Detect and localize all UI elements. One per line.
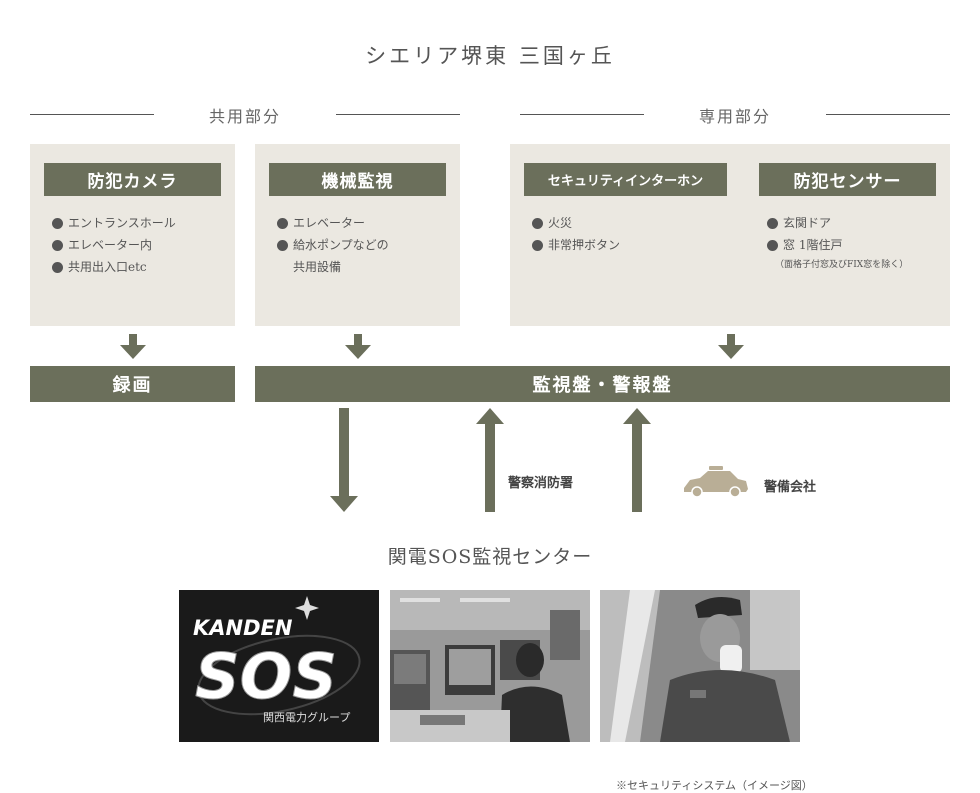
page-title: シエリア堺東 三国ヶ丘 — [365, 44, 615, 68]
arrow-up-police-icon — [476, 408, 504, 512]
list-item-continuation: 共用設備 — [293, 260, 342, 274]
sensor-label: 防犯センサー — [759, 163, 936, 196]
divider — [520, 114, 644, 115]
panel-private: セキュリティインターホン 火災 非常押ボタン 防犯センサー 玄関ドア 窓 1階住… — [510, 144, 950, 326]
section-header-shared: 共用部分 — [30, 103, 460, 127]
list-item: 共用出入口etc — [52, 256, 176, 278]
logo-graphic: KANDEN SOS 関西電力グループ — [193, 596, 361, 724]
intercom-label: セキュリティインターホン — [524, 163, 727, 196]
list-item: 玄関ドア — [767, 212, 842, 234]
monitoring-items: エレベーター 給水ポンプなどの 共用設備 — [277, 212, 389, 278]
footnote: ※セキュリティシステム（イメージ図） — [616, 779, 813, 792]
arrow-down-icon — [718, 334, 744, 359]
svg-text:KANDEN: KANDEN — [193, 616, 293, 640]
kanden-sos-logo: KANDEN SOS 関西電力グループ — [179, 590, 379, 742]
section-label-private: 専用部分 — [698, 107, 771, 126]
monitoring-label: 機械監視 — [269, 163, 446, 196]
police-fire-label: 警察消防署 — [508, 476, 574, 491]
section-header-private: 専用部分 — [520, 103, 950, 127]
security-car-icon — [684, 466, 748, 498]
bullet-icon — [52, 218, 63, 229]
arrow-up-security-icon — [623, 408, 651, 512]
bullet-icon — [277, 218, 288, 229]
camera-items: エントランスホール エレベーター内 共用出入口etc — [52, 212, 176, 278]
bullet-icon — [277, 240, 288, 251]
arrow-down-icon — [345, 334, 371, 359]
bullet-icon — [532, 240, 543, 251]
bullet-icon — [767, 240, 778, 251]
list-item: エレベーター内 — [52, 234, 176, 256]
camera-label: 防犯カメラ — [44, 163, 221, 196]
security-guard-photo — [600, 590, 800, 742]
arrow-down-to-center-icon — [330, 408, 358, 512]
divider — [826, 114, 950, 115]
panel-camera: 防犯カメラ エントランスホール エレベーター内 共用出入口etc — [30, 144, 235, 326]
sensor-items: 玄関ドア 窓 1階住戸 — [767, 212, 842, 256]
divider — [336, 114, 460, 115]
list-item: 窓 1階住戸 — [767, 234, 842, 256]
divider — [30, 114, 154, 115]
bullet-icon — [532, 218, 543, 229]
list-item: 給水ポンプなどの — [277, 234, 389, 256]
bullet-icon — [767, 218, 778, 229]
svg-text:関西電力グループ: 関西電力グループ — [263, 710, 350, 724]
bullet-icon — [52, 262, 63, 273]
bullet-icon — [52, 240, 63, 251]
alarm-panel-bar: 監視盤・警報盤 — [255, 366, 950, 402]
sensor-note: （面格子付窓及びFIX窓を除く） — [775, 260, 909, 270]
arrow-down-icon — [120, 334, 146, 359]
list-item: エレベーター — [277, 212, 389, 234]
monitoring-center-title: 関電SOS監視センター — [387, 546, 593, 568]
list-item: 非常押ボタン — [532, 234, 620, 256]
section-label-shared: 共用部分 — [208, 107, 281, 126]
list-item: 火災 — [532, 212, 620, 234]
recording-bar: 録画 — [30, 366, 235, 402]
security-company-label: 警備会社 — [764, 480, 817, 495]
panel-monitoring: 機械監視 エレベーター 給水ポンプなどの 共用設備 — [255, 144, 460, 326]
control-room-photo — [390, 590, 590, 742]
svg-text:SOS: SOS — [195, 640, 337, 713]
intercom-items: 火災 非常押ボタン — [532, 212, 620, 256]
list-item: エントランスホール — [52, 212, 176, 234]
